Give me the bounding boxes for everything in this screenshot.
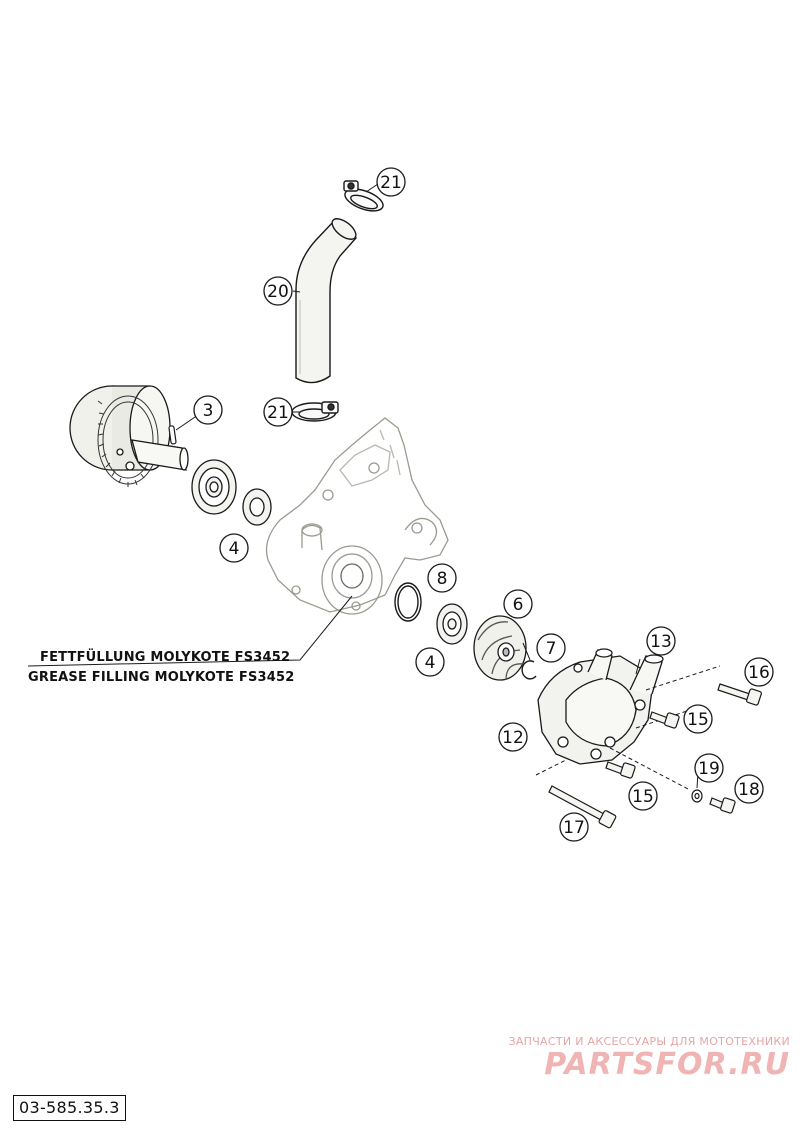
svg-text:13: 13 bbox=[650, 632, 672, 652]
impeller bbox=[473, 615, 527, 681]
o-ring bbox=[394, 582, 422, 622]
callout-12: 12 bbox=[498, 722, 528, 752]
drawing-code-label: 03-585.35.3 bbox=[13, 1095, 126, 1121]
callout-4-right: 4 bbox=[415, 647, 445, 677]
water-pump-gear-shaft bbox=[69, 385, 189, 487]
callout-7: 7 bbox=[536, 633, 566, 663]
watermark-logo: PARTSFOR.RU bbox=[544, 1047, 790, 1082]
callout-18: 18 bbox=[734, 774, 764, 804]
svg-text:15: 15 bbox=[632, 787, 654, 807]
svg-text:16: 16 bbox=[748, 663, 770, 683]
svg-text:4: 4 bbox=[229, 539, 240, 559]
callout-15-bottom: 15 bbox=[628, 781, 658, 811]
svg-text:21: 21 bbox=[380, 173, 402, 193]
grease-note-english: GREASE FILLING MOLYKOTE FS3452 bbox=[28, 670, 295, 685]
svg-text:6: 6 bbox=[513, 595, 524, 615]
svg-text:3: 3 bbox=[203, 401, 214, 421]
svg-text:18: 18 bbox=[738, 780, 760, 800]
svg-text:4: 4 bbox=[425, 653, 436, 673]
callout-20: 20 bbox=[263, 276, 293, 306]
crankcase-housing bbox=[265, 417, 449, 615]
watermark-tagline: ЗАПЧАСТИ И АКСЕССУАРЫ ДЛЯ МОТОТЕХНИКИ bbox=[508, 1035, 790, 1048]
ball-bearing-left bbox=[191, 459, 237, 515]
svg-text:12: 12 bbox=[502, 728, 524, 748]
callout-21-top: 21 bbox=[376, 167, 406, 197]
gear-teeth bbox=[97, 395, 159, 487]
callout-13: 13 bbox=[646, 626, 676, 656]
svg-text:19: 19 bbox=[698, 759, 720, 779]
callout-15-top: 15 bbox=[683, 704, 713, 734]
callout-4-left: 4 bbox=[219, 533, 249, 563]
svg-text:20: 20 bbox=[267, 282, 289, 302]
callout-21-bottom: 21 bbox=[263, 397, 293, 427]
svg-text:15: 15 bbox=[687, 710, 709, 730]
bolt-17 bbox=[548, 785, 617, 829]
bolt-15-top bbox=[649, 711, 680, 729]
circlip bbox=[521, 660, 537, 680]
svg-text:17: 17 bbox=[563, 818, 585, 838]
dowel-pin bbox=[168, 425, 177, 445]
bolt-16 bbox=[717, 683, 762, 706]
callout-16: 16 bbox=[744, 657, 774, 687]
svg-text:8: 8 bbox=[437, 569, 448, 589]
svg-text:7: 7 bbox=[546, 639, 557, 659]
coolant-hose bbox=[295, 218, 358, 384]
shaft-seal-left bbox=[242, 488, 272, 526]
callout-19: 19 bbox=[694, 753, 724, 783]
callout-3: 3 bbox=[193, 395, 223, 425]
bolt-18 bbox=[709, 797, 736, 814]
washer-19 bbox=[691, 789, 703, 803]
water-pump-cover bbox=[537, 648, 664, 765]
svg-text:21: 21 bbox=[267, 403, 289, 423]
hose-clamp-top bbox=[343, 180, 384, 212]
grease-note-german: FETTFÜLLUNG MOLYKOTE FS3452 bbox=[40, 650, 291, 665]
bolt-15-bottom bbox=[605, 761, 636, 779]
callout-17: 17 bbox=[559, 812, 589, 842]
hose-clamp-bottom bbox=[291, 401, 339, 422]
callout-6: 6 bbox=[503, 589, 533, 619]
ball-bearing-right bbox=[436, 603, 468, 645]
callout-8: 8 bbox=[427, 563, 457, 593]
